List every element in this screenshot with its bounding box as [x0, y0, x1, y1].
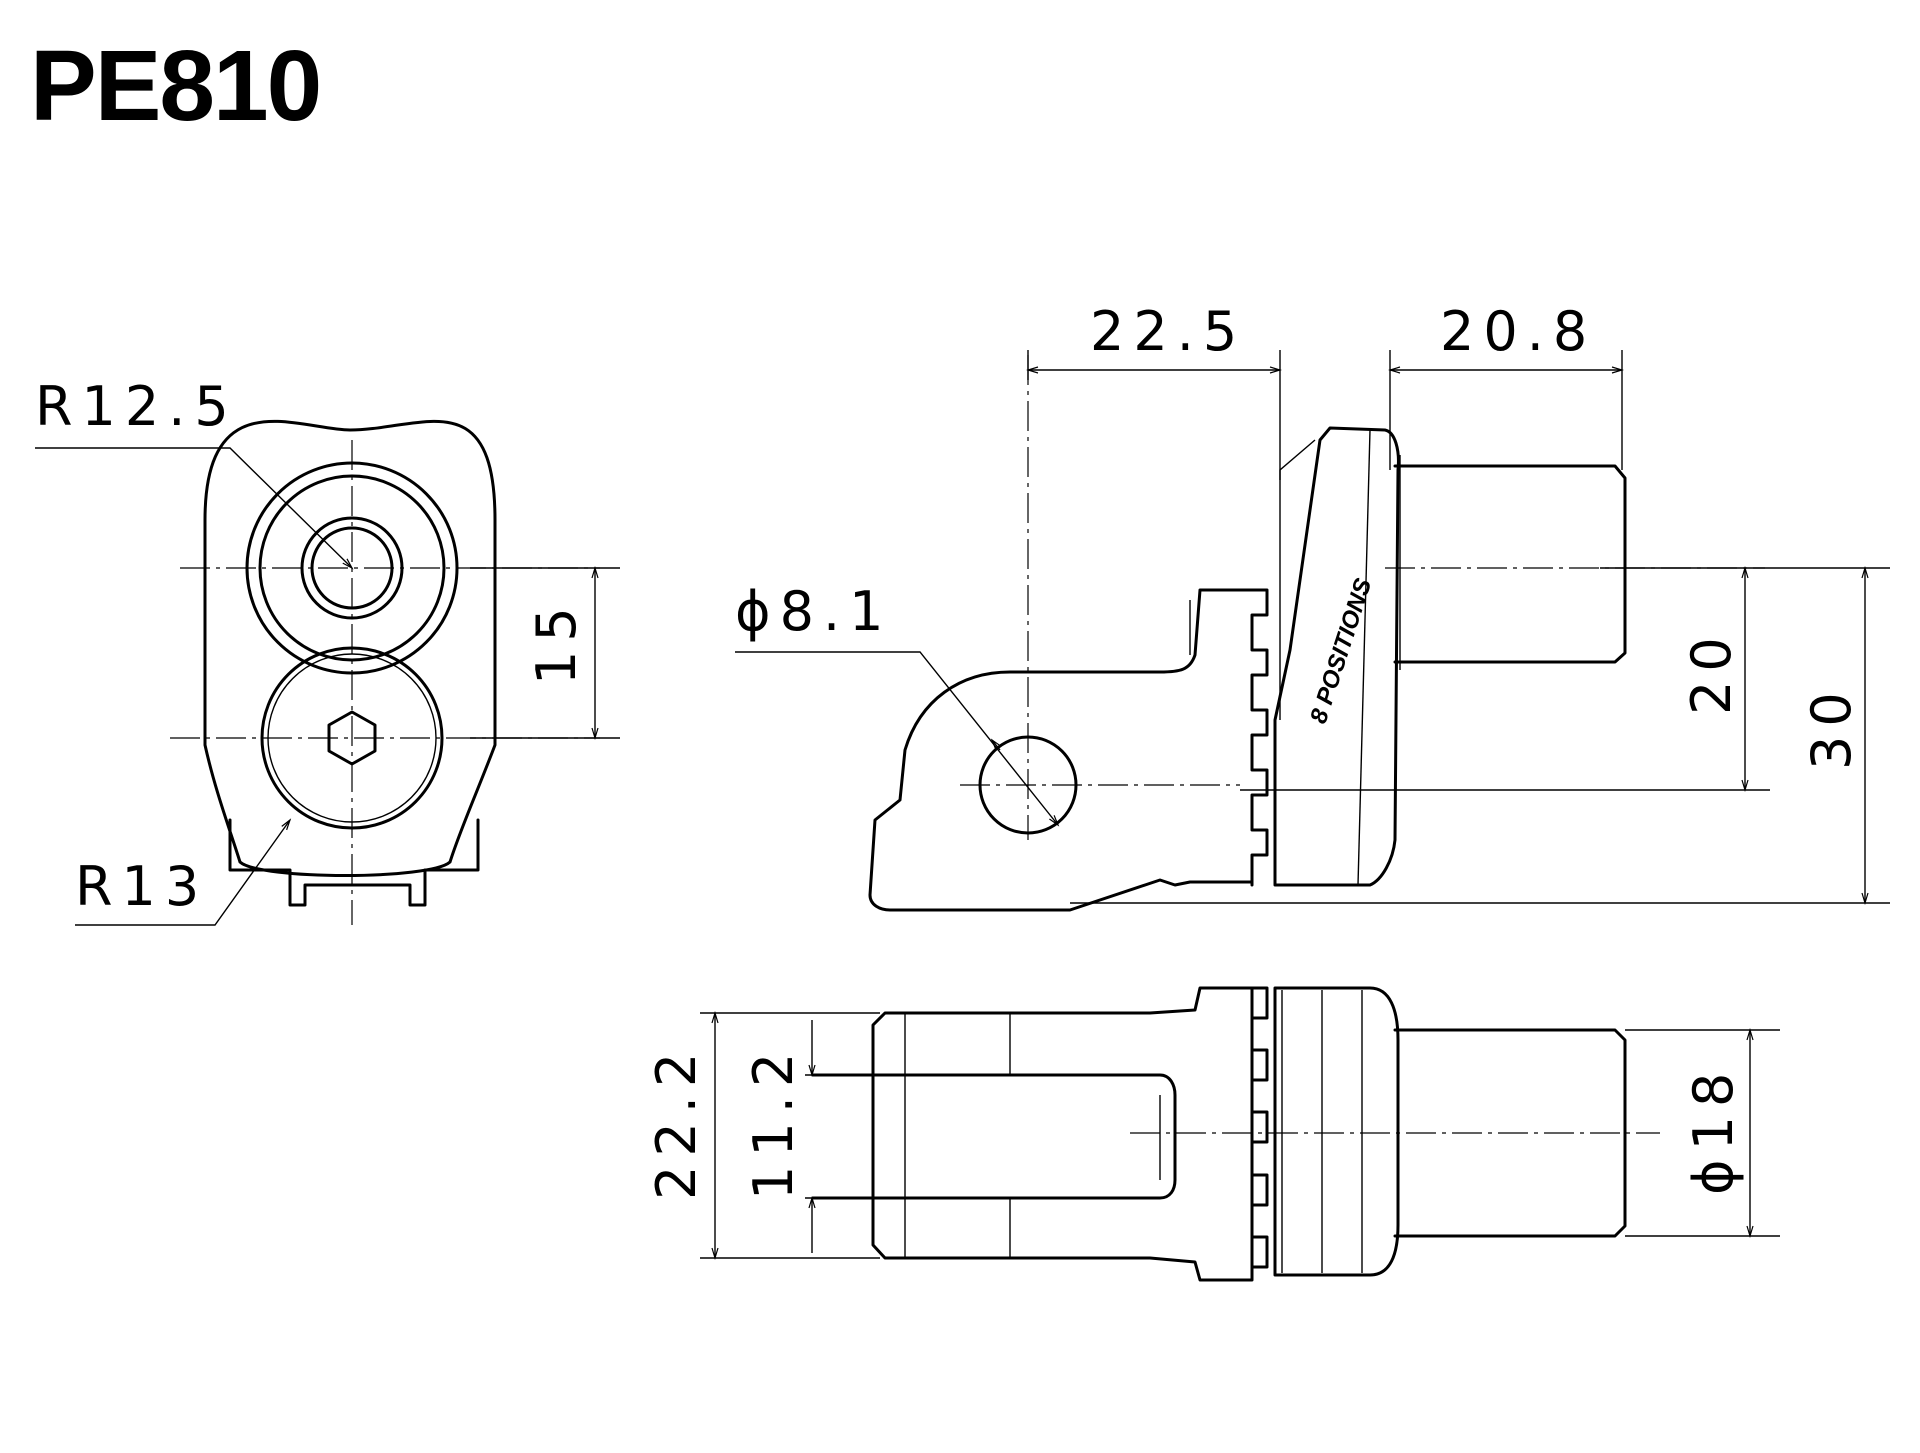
- top-serrations: [1250, 986, 1269, 1277]
- dim-20: 20: [1680, 628, 1743, 715]
- front-bottom-tab: [228, 818, 480, 907]
- top-clevis-body: [871, 986, 1254, 1282]
- positions-marking: 8 POSITIONS: [1305, 575, 1377, 727]
- dim-11-2: 11.2: [742, 1044, 805, 1200]
- front-view: R12.5 R13 15: [35, 375, 620, 926]
- dim-15: 15: [525, 598, 588, 685]
- side-serrations: [1250, 588, 1269, 887]
- dim-20-8: 20.8: [1440, 300, 1596, 363]
- part-number-title: PE810: [30, 30, 320, 142]
- top-nut: [1273, 986, 1400, 1277]
- top-shaft: [1393, 1028, 1627, 1238]
- dim-phi-8-1: ϕ8.1: [735, 580, 893, 643]
- side-angled-block: [1273, 426, 1400, 887]
- top-slot: [811, 1073, 1177, 1200]
- dim-30: 30: [1800, 683, 1863, 770]
- side-view: 8 POSITIONS ϕ8.1 22.5 20.8 20 30: [735, 300, 1890, 912]
- dim-22-5: 22.5: [1090, 300, 1246, 363]
- dim-r13: R13: [75, 855, 208, 918]
- side-shaft: [1393, 464, 1627, 664]
- dim-22-2: 22.2: [645, 1044, 708, 1200]
- dim-phi-18: ϕ18: [1682, 1064, 1745, 1195]
- front-body-outline: [203, 419, 497, 877]
- top-view: 22.2 11.2 ϕ18: [645, 986, 1780, 1282]
- dim-r12-5: R12.5: [35, 375, 238, 438]
- side-clevis-arm: [868, 588, 1254, 912]
